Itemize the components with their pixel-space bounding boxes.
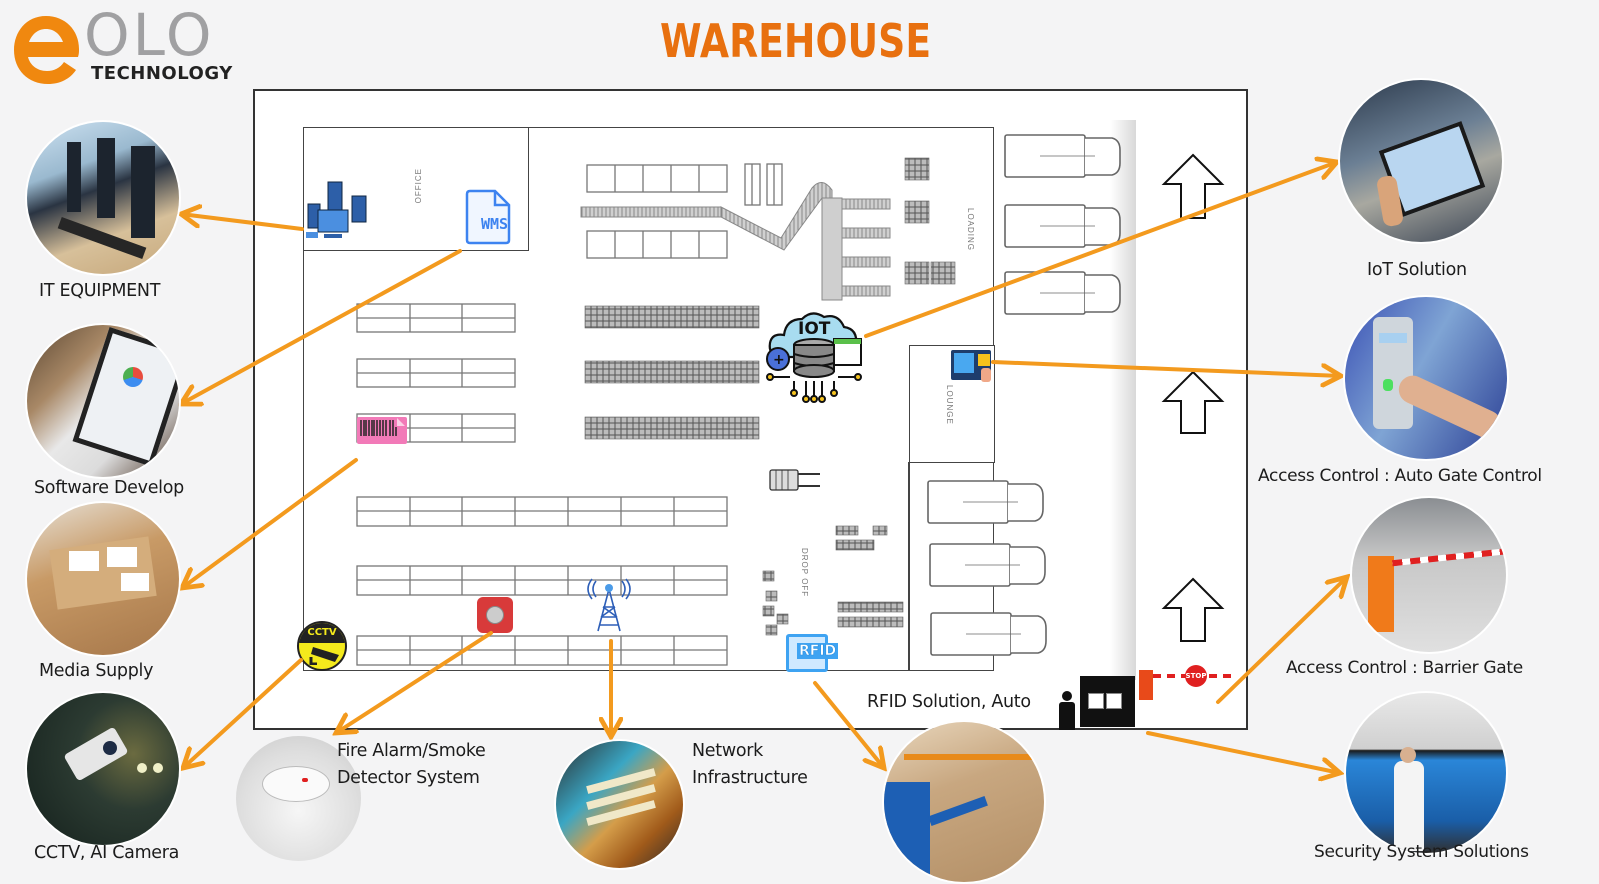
wms-label: WMS	[481, 215, 509, 233]
network-label-line2: Infrastructure	[692, 768, 808, 788]
cctv-ai-camera-label: CCTV, AI Camera	[34, 843, 180, 863]
it-equipment-label: IT EQUIPMENT	[39, 281, 161, 301]
wms-icon: WMS	[465, 189, 512, 245]
security-system-label: Security System Solutions	[1314, 842, 1529, 862]
up-arrow-icon	[1161, 370, 1225, 434]
arrow-cctv	[183, 658, 303, 768]
up-arrow-icon	[1161, 577, 1225, 642]
rack-left-2	[356, 358, 516, 388]
fire-alarm-image[interactable]	[236, 736, 361, 861]
auto-gate-control-label: Access Control : Auto Gate Control	[1258, 466, 1542, 486]
page-title: WAREHOUSE	[660, 14, 932, 68]
lounge-zone-label: LOUNGE	[945, 385, 954, 425]
arrow-software-develop	[181, 249, 462, 404]
network-label-line1: Network	[692, 741, 763, 761]
document-icon	[465, 189, 511, 245]
security-system-image[interactable]	[1346, 693, 1506, 853]
arrow-barrier-gate	[1216, 577, 1347, 704]
arrow-it-equipment	[181, 214, 304, 231]
rack-long-1	[356, 496, 728, 527]
iot-cloud-icon: + IOT	[760, 305, 870, 415]
media-supply-label: Media Supply	[39, 661, 154, 681]
security-guard-icon	[1058, 691, 1076, 731]
iot-solution-image[interactable]	[1340, 80, 1502, 242]
arrow-fire-alarm	[336, 631, 493, 733]
loading-zone-label: LOADING	[966, 208, 975, 252]
fire-alarm-label-line2: Detector System	[337, 768, 480, 788]
company-logo: OLO TECHNOLOGY	[0, 0, 250, 95]
barrier-gate-label: Access Control : Barrier Gate	[1286, 658, 1523, 678]
rfid-tag-icon: RFID	[786, 634, 839, 672]
arrow-auto-gate	[991, 360, 1341, 376]
cctv-badge-icon: CCTV	[297, 621, 347, 671]
logo-brand-text: OLO	[84, 1, 215, 69]
truck-1	[1004, 134, 1121, 178]
arrow-iot	[864, 162, 1337, 338]
iot-label: IOT	[798, 319, 831, 339]
logo-tagline: TECHNOLOGY	[91, 63, 233, 84]
guard-booth-icon	[1080, 676, 1135, 727]
barrier-gate-image[interactable]	[1352, 498, 1506, 652]
arrow-rfid	[813, 681, 884, 768]
fire-alarm-icon	[477, 597, 513, 633]
rfid-solution-image[interactable]	[884, 722, 1044, 882]
trucks	[927, 134, 1121, 656]
auto-gate-control-image[interactable]	[1345, 297, 1507, 459]
arrow-security-system	[1146, 731, 1340, 773]
cctv-badge-label: CCTV	[307, 627, 337, 638]
forklift-icon	[769, 469, 820, 491]
iot-solution-label: IoT Solution	[1367, 260, 1467, 280]
media-supply-image[interactable]	[27, 503, 179, 655]
truck-2	[1004, 204, 1121, 248]
rack-left-1	[356, 303, 516, 333]
rack-long-2	[356, 565, 728, 596]
barrier-post-icon	[1139, 670, 1153, 700]
rfid-label: RFID	[797, 643, 839, 659]
it-equipment-image[interactable]	[27, 122, 179, 274]
rfid-solution-label: RFID Solution, Auto	[867, 692, 1031, 712]
conveyor-belt	[580, 182, 891, 301]
pallet-rows	[584, 157, 956, 636]
direction-arrows	[1161, 153, 1225, 642]
software-develop-label: Software Develop	[34, 478, 184, 498]
drop-off-zone-label: DROP OFF	[800, 548, 809, 598]
arrow-media-supply	[182, 458, 358, 588]
svg-text:+: +	[773, 352, 785, 368]
it-server-icon	[306, 181, 367, 238]
logo-e-mark-icon	[14, 16, 79, 84]
stop-sign-icon: STOP	[1185, 665, 1207, 687]
network-infrastructure-image[interactable]	[556, 741, 683, 868]
truck-3	[1004, 271, 1121, 315]
truck-5	[929, 543, 1046, 587]
drop-off-wall	[908, 462, 910, 671]
barcode-label-icon	[357, 417, 407, 444]
fire-alarm-label-line1: Fire Alarm/Smoke	[337, 741, 486, 761]
network-antenna-icon	[587, 578, 631, 632]
truck-4	[927, 480, 1044, 524]
cctv-ai-camera-image[interactable]	[27, 693, 179, 845]
software-develop-image[interactable]	[27, 325, 179, 477]
fingerprint-reader-icon	[951, 350, 991, 382]
rack-top-2	[586, 230, 728, 259]
rack-top-1	[586, 164, 728, 193]
camera-icon	[309, 647, 339, 665]
truck-6	[930, 612, 1047, 656]
up-arrow-icon	[1161, 153, 1225, 219]
